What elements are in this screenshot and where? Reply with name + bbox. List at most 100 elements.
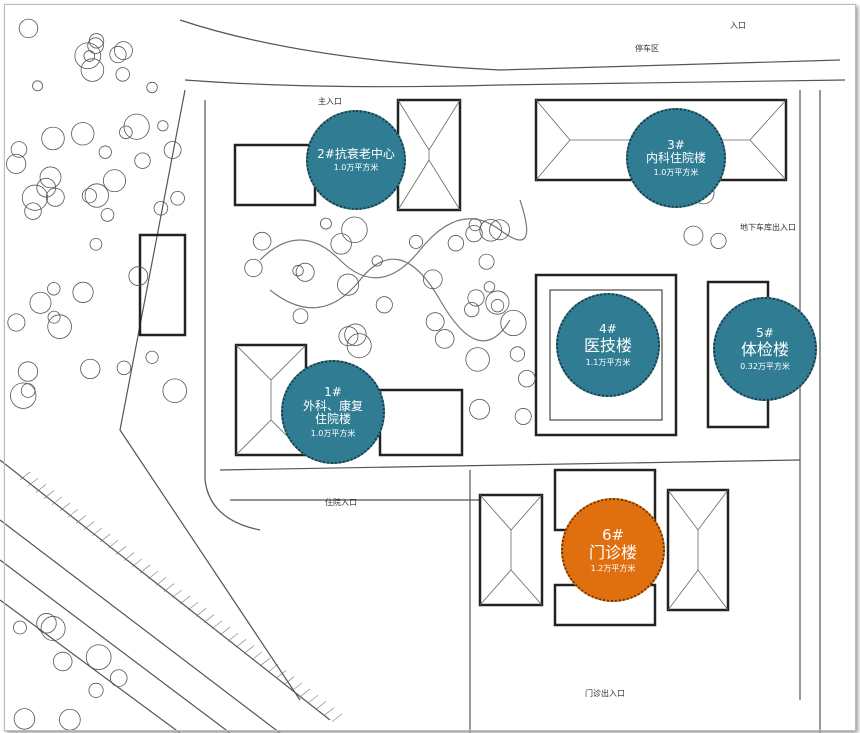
tree [483,281,496,293]
tree [341,216,368,243]
tree [295,262,315,282]
tree [24,202,42,220]
tree [83,50,96,62]
parking-stripe [291,682,303,692]
tree [115,67,130,82]
tree [710,232,727,249]
tree [465,347,490,372]
building-area: 1.0万平方米 [310,429,356,439]
building-number: 4# [599,322,617,337]
tree [10,141,28,158]
tree [464,301,480,318]
parking-stripe [243,645,255,654]
parking-stripe [75,515,87,524]
tree [80,358,101,380]
tree [408,234,423,249]
garden-path [259,199,528,342]
building-bubble-5[interactable]: 5# 体检楼 0.32万平方米 [713,297,817,401]
tree [13,708,36,730]
parking-stripe [227,632,239,642]
tree [10,382,37,409]
parking-stripe [59,502,71,512]
tree [103,169,126,193]
parking-stripe [219,626,231,636]
parking-stripe [251,651,263,661]
tree [145,350,159,364]
parking-stripe [35,484,47,493]
tree [509,346,526,362]
parking-stripe [147,570,159,580]
tree [119,125,133,140]
parking-stripe [19,471,31,481]
tree [292,265,304,277]
parking-stripe [163,583,175,592]
parking-stripe [211,620,223,630]
tree [468,218,482,232]
tree [425,312,445,332]
building-area: 1.0万平方米 [333,163,379,173]
tree [338,326,359,347]
tree [36,613,57,634]
tree [71,122,95,146]
tree [490,299,505,313]
tree [134,152,151,169]
tree [170,191,185,206]
building-bubble-1[interactable]: 1# 外科、康复住院楼 1.0万平方米 [281,360,385,464]
tree [422,269,443,290]
label-underground-entrance: 地下车库出入口 [740,223,796,232]
label-parking: 停车区 [635,44,659,53]
parking-stripe [259,657,271,667]
tree [344,323,367,346]
parking-stripe [123,552,135,561]
tree [479,218,502,242]
tree [489,219,510,241]
tree [683,225,704,246]
building-name: 外科、康复住院楼 [303,398,364,427]
label-entrance-top: 入口 [730,21,746,30]
trees [6,18,727,731]
parking-stripe [27,477,39,487]
tree [514,408,532,425]
tree [41,126,65,151]
building-area: 1.2万平方米 [590,564,636,574]
tree [157,120,169,132]
building-bubble-3[interactable]: 3# 内科住院楼 1.0万平方米 [626,108,726,208]
tree [36,177,57,198]
tree [18,18,39,39]
tree [163,141,182,159]
tree [32,80,43,92]
parking-stripe [307,694,319,704]
tree [485,290,510,315]
building-number: 6# [601,525,625,544]
building-bubble-6[interactable]: 6# 门诊楼 1.2万平方米 [561,498,665,602]
building-name: 门诊楼 [588,542,637,562]
parking-stripe [131,558,143,568]
tree [84,183,109,208]
tree [109,669,128,687]
parking-stripe [179,595,191,605]
tree [17,361,39,382]
label-inpatient-entrance: 住院入口 [325,498,357,507]
building-bubble-2[interactable]: 2#抗衰老中心 1.0万平方米 [306,110,406,210]
tree [87,37,104,54]
tree [29,291,52,314]
building-bubble-4[interactable]: 4# 医技楼 1.1万平方米 [556,293,660,397]
tree [74,42,102,70]
tree [88,682,104,698]
parking-stripe [195,608,207,617]
building-number: 3# [667,137,685,152]
parking-stripe [283,676,295,685]
tree [320,217,332,230]
tree [500,309,527,337]
building-area: 0.32万平方米 [740,361,790,371]
tree [478,253,495,270]
tree [7,313,26,332]
tree [123,113,150,140]
label-main-entrance: 主入口 [318,97,342,106]
tree [162,378,188,404]
tree [13,620,27,635]
parking-stripe [155,577,167,586]
parking-stripe [91,527,103,537]
tree [47,314,72,339]
